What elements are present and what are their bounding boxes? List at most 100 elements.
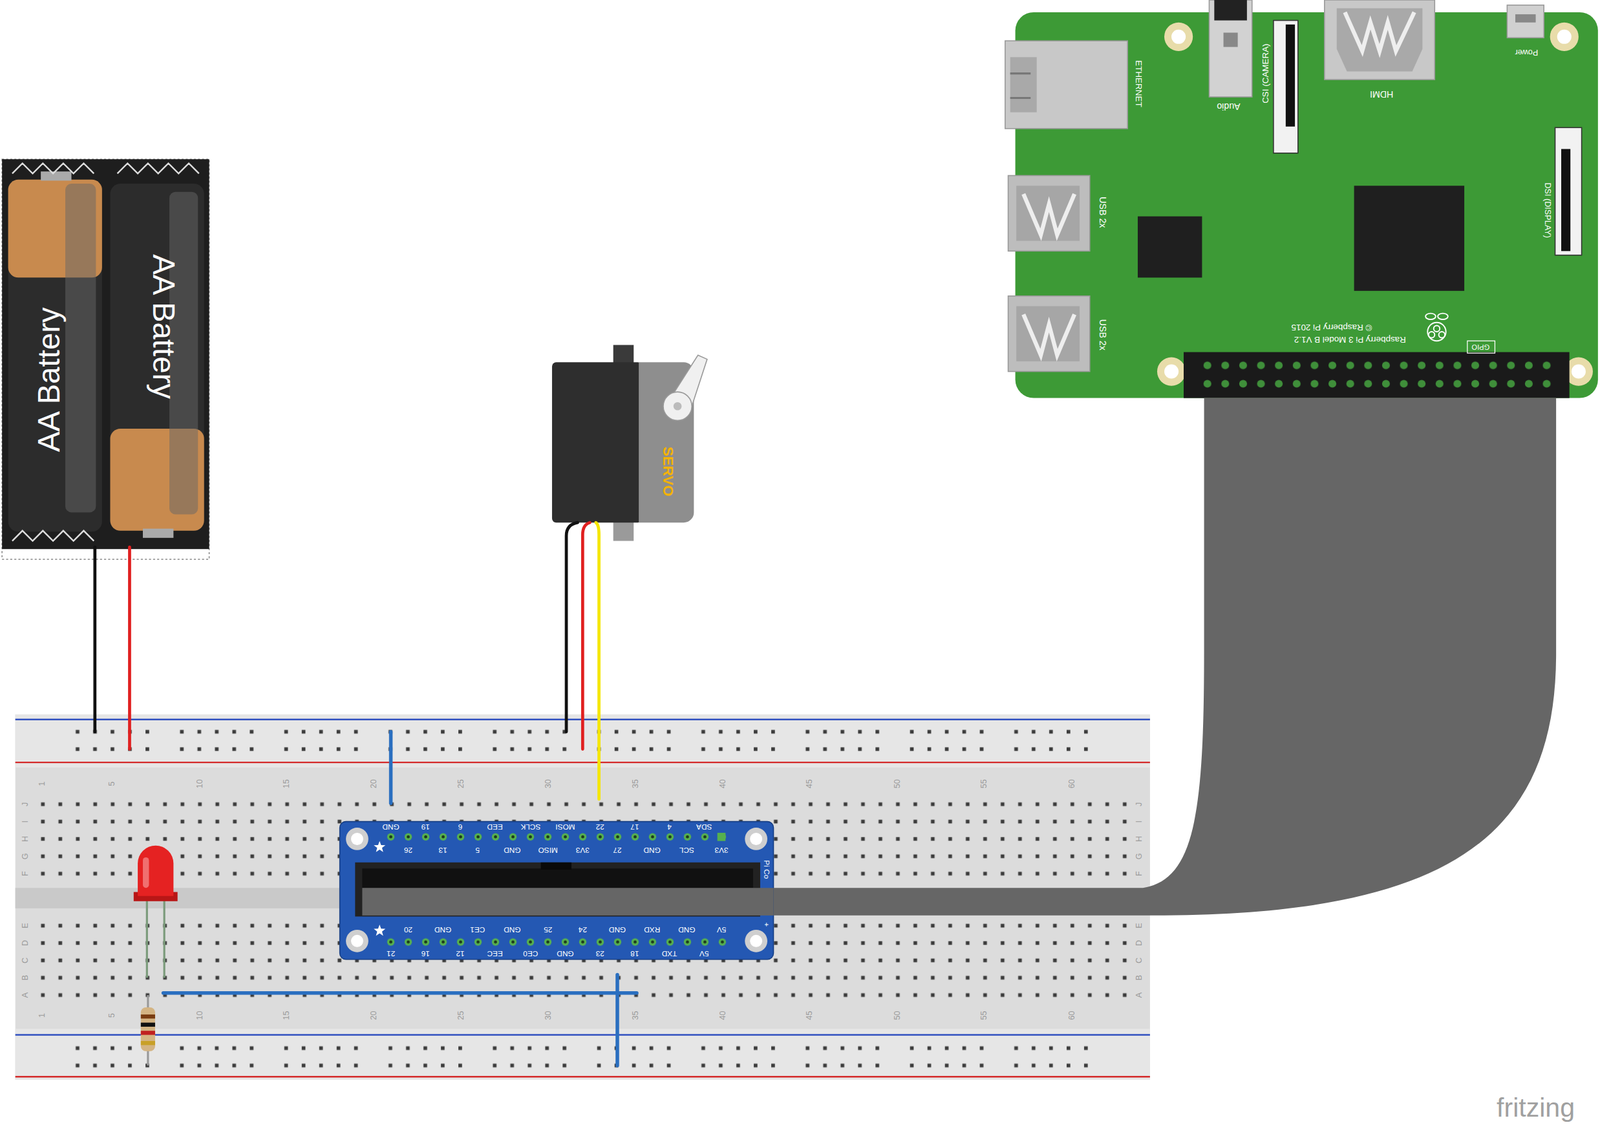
raspberry-pi bbox=[1214, 0, 1248, 21]
raspberry-pi bbox=[1425, 313, 1436, 320]
pin-label: SCLK bbox=[520, 822, 541, 831]
raspberry-pi bbox=[1427, 322, 1446, 341]
t-cobbler bbox=[373, 841, 386, 853]
row-letter: I bbox=[1135, 820, 1145, 823]
t-cobbler bbox=[340, 821, 774, 960]
row-letter: C bbox=[1135, 957, 1145, 964]
column-number: 1 bbox=[38, 781, 48, 787]
pin-label: 3V3 bbox=[575, 846, 589, 854]
pin-label: GND bbox=[434, 925, 452, 934]
raspberry-pi bbox=[1010, 96, 1032, 99]
column-number: 55 bbox=[981, 1011, 990, 1021]
row-letter: B bbox=[21, 974, 30, 981]
row-letter: G bbox=[21, 852, 30, 860]
breadboard bbox=[15, 1028, 1151, 1080]
row-letter: E bbox=[1135, 922, 1145, 928]
breadboard bbox=[15, 761, 1151, 763]
servo-motor bbox=[663, 391, 692, 421]
raspberry-pi bbox=[1550, 22, 1579, 52]
column-number: 30 bbox=[544, 1011, 554, 1021]
pin-label: 26 bbox=[404, 846, 413, 854]
battery-pack bbox=[1, 159, 209, 560]
board-label: DSI (DISPLAY) bbox=[1543, 182, 1552, 238]
pin-label: TXD bbox=[661, 949, 678, 957]
battery-pack bbox=[12, 530, 94, 542]
raspberry-pi bbox=[1005, 0, 1599, 399]
servo-motor bbox=[613, 520, 635, 542]
pin-label: CE1 bbox=[470, 925, 486, 934]
raspberry-pi bbox=[1183, 352, 1570, 399]
battery-label: AA Battery bbox=[148, 254, 179, 399]
raspberry-pi bbox=[1285, 24, 1295, 127]
battery-pack bbox=[65, 183, 96, 512]
raspberry-pi bbox=[1515, 14, 1536, 23]
t-cobbler bbox=[744, 827, 768, 851]
column-number: 15 bbox=[283, 778, 292, 789]
raspberry-pi bbox=[1008, 296, 1090, 372]
pin-label: 6 bbox=[458, 822, 463, 831]
row-letter: F bbox=[21, 870, 30, 876]
led bbox=[146, 897, 149, 978]
board-label: Audio bbox=[1216, 101, 1240, 111]
led bbox=[133, 845, 178, 978]
servo-motor bbox=[552, 362, 642, 523]
raspberry-pi bbox=[1016, 185, 1080, 241]
t-cobbler bbox=[340, 821, 774, 960]
raspberry-pi bbox=[1016, 306, 1080, 362]
column-number: 20 bbox=[370, 1011, 379, 1021]
raspberry-pi bbox=[1198, 356, 1556, 394]
pin-label: 22 bbox=[595, 822, 604, 831]
resistor bbox=[140, 1014, 156, 1019]
t-cobbler bbox=[749, 934, 763, 948]
column-number: 35 bbox=[632, 1011, 641, 1021]
row-letter: H bbox=[21, 835, 30, 842]
column-number: 1 bbox=[38, 1013, 48, 1018]
led bbox=[163, 897, 166, 978]
raspberry-pi bbox=[1023, 193, 1075, 235]
pin-label: MISO bbox=[537, 846, 558, 854]
wires bbox=[596, 522, 600, 800]
raspberry-pi bbox=[1506, 5, 1544, 39]
pin-label: GND bbox=[608, 925, 626, 934]
column-number: 60 bbox=[1067, 778, 1077, 789]
row-letter: D bbox=[21, 939, 30, 946]
pin-label: MOSI bbox=[555, 822, 575, 831]
wires bbox=[95, 522, 637, 1066]
raspberry-pi bbox=[1344, 12, 1414, 52]
column-number: 25 bbox=[457, 1011, 467, 1021]
t-cobbler bbox=[749, 832, 763, 845]
column-number: 15 bbox=[283, 1011, 292, 1021]
row-letter: J bbox=[1135, 802, 1145, 807]
row-letter: H bbox=[1135, 835, 1145, 842]
wires bbox=[615, 974, 620, 1065]
column-number: 40 bbox=[719, 1011, 728, 1021]
row-letter: E bbox=[21, 922, 30, 928]
pin-label: 18 bbox=[630, 949, 639, 957]
breadboard bbox=[69, 1039, 1112, 1075]
row-letter: J bbox=[21, 802, 30, 807]
board-label: Pi Co bbox=[762, 859, 770, 879]
pin-label: SDA bbox=[696, 822, 712, 831]
column-number: 10 bbox=[195, 778, 205, 789]
row-letter: G bbox=[1135, 852, 1145, 860]
raspberry-pi bbox=[1561, 148, 1571, 251]
servo-motor bbox=[673, 402, 683, 411]
column-number: 50 bbox=[894, 778, 903, 789]
pin-label: 17 bbox=[630, 822, 639, 831]
battery-pack bbox=[1, 159, 209, 549]
t-cobbler bbox=[541, 862, 572, 870]
raspberry-pi bbox=[1208, 0, 1252, 97]
board-label: + bbox=[762, 922, 770, 928]
board-label: Power bbox=[1514, 47, 1538, 57]
board-label: HDMI bbox=[1369, 89, 1394, 99]
board-label: GPIO bbox=[1471, 343, 1490, 351]
pin-label: 5 bbox=[475, 846, 481, 854]
servo-motor: SERVO bbox=[552, 345, 708, 542]
battery-pack bbox=[117, 163, 200, 174]
battery-label: AA Battery bbox=[33, 307, 64, 452]
resistor bbox=[140, 1007, 156, 1052]
pin-label: GND bbox=[382, 822, 399, 831]
pin-label: 13 bbox=[438, 846, 448, 854]
battery-pack bbox=[142, 528, 174, 538]
